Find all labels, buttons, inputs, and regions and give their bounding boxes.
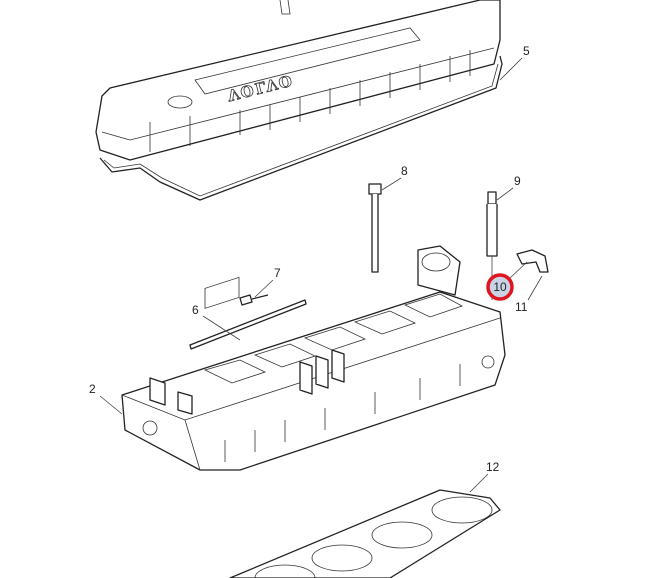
callout-10[interactable]: 10 bbox=[493, 280, 507, 294]
callout-5[interactable]: 5 bbox=[523, 44, 530, 58]
callout-8[interactable]: 8 bbox=[401, 164, 408, 178]
cylinder-head bbox=[121, 245, 506, 471]
callout-7[interactable]: 7 bbox=[274, 266, 281, 280]
injector-clamp bbox=[516, 249, 549, 273]
valve-cover-gasket bbox=[99, 55, 503, 201]
callout-11[interactable]: 11 bbox=[515, 300, 528, 314]
screw bbox=[239, 294, 269, 306]
valve-cover: VOLVO bbox=[95, 0, 501, 161]
callout-6[interactable]: 6 bbox=[192, 303, 199, 317]
callout-9[interactable]: 9 bbox=[514, 174, 521, 188]
callout-12[interactable]: 12 bbox=[486, 460, 500, 474]
gasket-strip bbox=[189, 299, 307, 350]
callout-2[interactable]: 2 bbox=[89, 382, 96, 396]
cylinder-head-bolt bbox=[368, 183, 382, 273]
leader-lines bbox=[99, 57, 543, 493]
callout-10-highlight[interactable] bbox=[486, 273, 514, 301]
head-gasket bbox=[229, 489, 501, 578]
